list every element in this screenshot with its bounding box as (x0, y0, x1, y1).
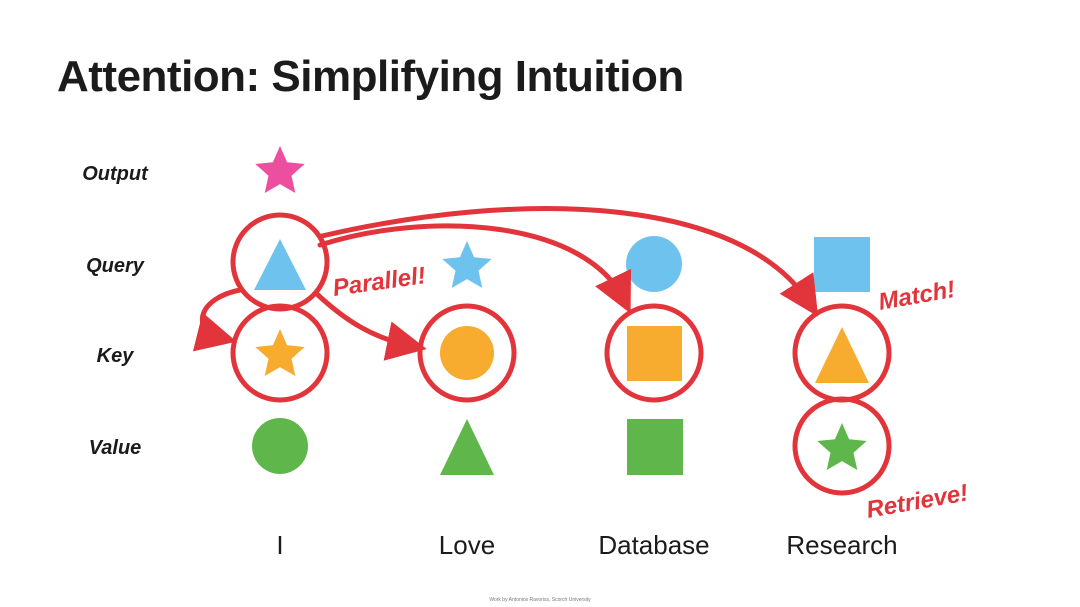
value-highlight-ring (792, 396, 892, 496)
query-star-shape (442, 241, 492, 288)
column-word-research: Research (786, 530, 898, 560)
row-label-key: Key (96, 345, 134, 367)
key-highlight-ring-3 (604, 303, 704, 403)
query-triangle-shape (254, 239, 306, 290)
row-label-value: Value (88, 437, 142, 459)
key-circle-shape (440, 326, 494, 380)
output-star-shape (255, 146, 305, 193)
row-label-query: Query (86, 255, 144, 277)
slide-title: Attention: Simplifying Intuition (57, 52, 684, 101)
value-circle-shape (252, 418, 308, 474)
column-word-database: Database (598, 530, 710, 560)
annotation-parallel: Parallel! (331, 262, 427, 302)
key-square-shape (627, 326, 682, 381)
key-star-shape (255, 329, 305, 376)
query-circle-shape (626, 236, 682, 292)
value-square-shape (627, 419, 683, 475)
value-triangle-shape (440, 419, 494, 475)
value-star-shape (817, 423, 867, 470)
annotation-match: Match! (876, 276, 957, 316)
attention-arrows (192, 206, 819, 361)
key-triangle-shape (815, 327, 869, 383)
arrow-query-to-key-4 (319, 206, 819, 317)
query-square-shape (814, 237, 870, 292)
highlight-rings (230, 212, 892, 496)
arrow-query-to-key-1 (192, 287, 243, 352)
query-highlight-ring (230, 212, 330, 312)
key-highlight-ring-1 (230, 303, 330, 403)
arrow-query-to-key-3 (317, 223, 631, 314)
annotation-retrieve: Retrieve! (864, 479, 970, 523)
row-label-output: Output (82, 163, 148, 185)
slide-credit: Work by Antonios Ravoriss, Scorch Univer… (489, 597, 591, 603)
column-word-love: Love (438, 530, 496, 560)
arrow-query-to-key-2 (315, 292, 427, 361)
column-word-i: I (276, 530, 284, 560)
